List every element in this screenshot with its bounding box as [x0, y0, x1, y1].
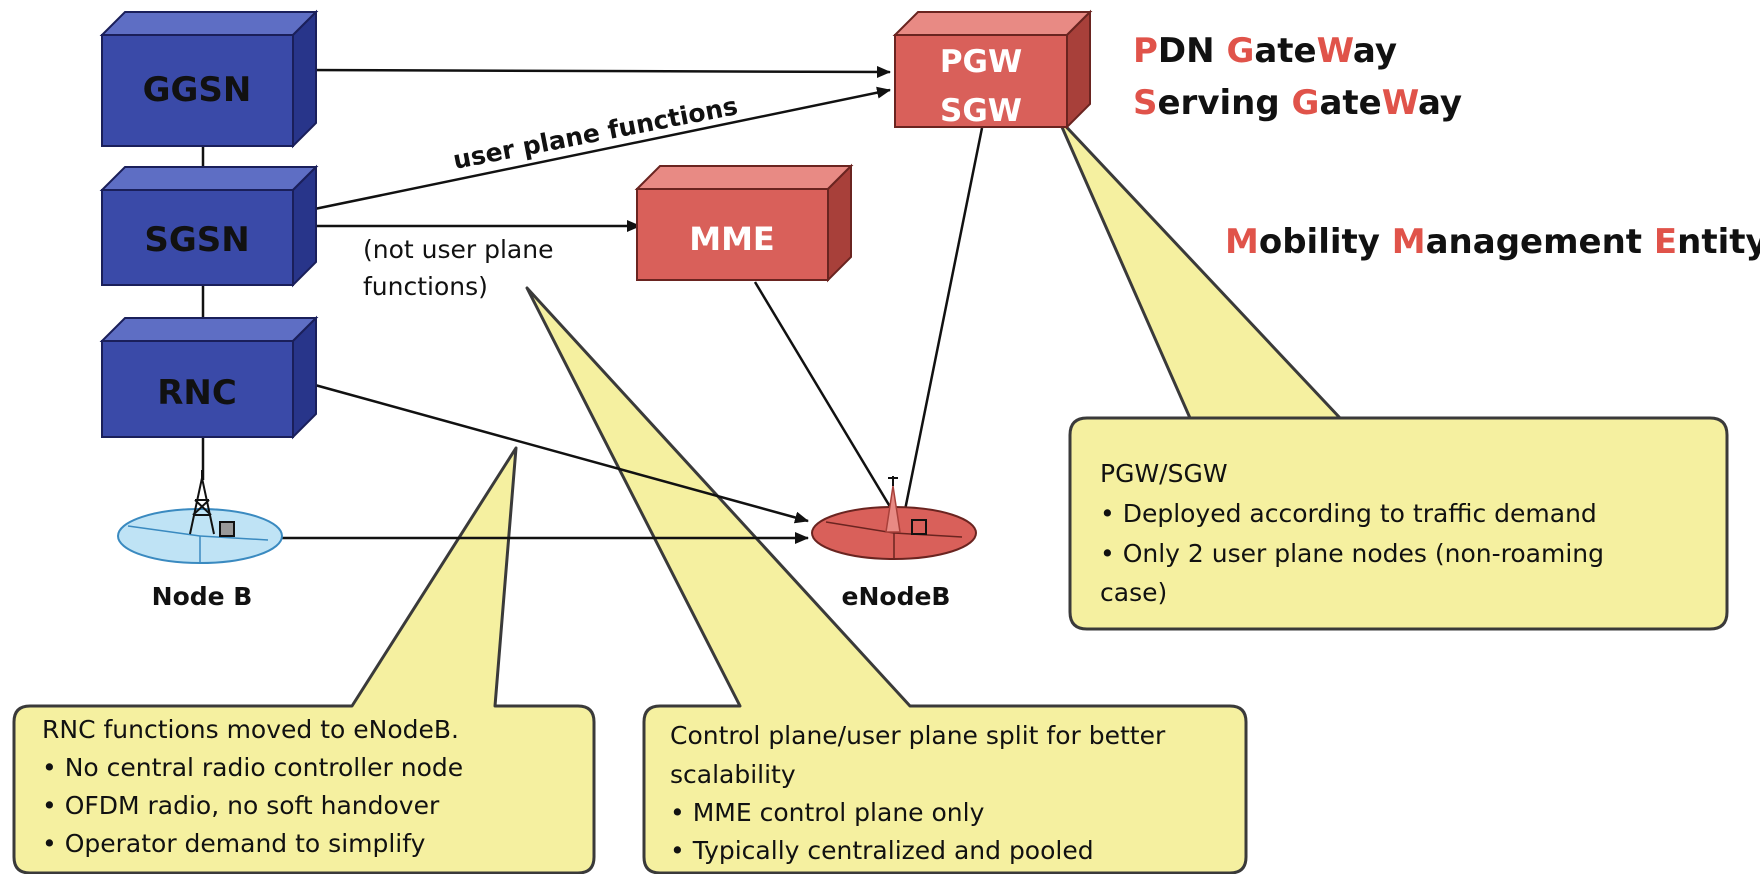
link-mme-enodeb: [753, 281, 894, 511]
callout-mme-line3: • MME control plane only: [670, 798, 985, 827]
callout-pgw-line1: PGW/SGW: [1100, 459, 1228, 488]
callout-pgw-line2: • Deployed according to traffic demand: [1100, 499, 1597, 528]
not-user-plane-label-line2: functions): [363, 272, 488, 301]
user-plane-label: user plane functions: [451, 91, 740, 175]
node-b-label: Node B: [152, 582, 253, 611]
callout-pgw-line3: • Only 2 user plane nodes (non-roaming: [1100, 539, 1604, 568]
callout-mme-line4: • Typically centralized and pooled: [670, 836, 1094, 865]
enodeb-antenna-icon: [885, 476, 901, 533]
callout-rnc-line2: • No central radio controller node: [42, 753, 463, 782]
antenna-tower-icon: [189, 470, 215, 535]
ggsn-label: GGSN: [143, 70, 252, 110]
link-sgsn-pgw: [299, 86, 891, 214]
enodeb-cell: eNodeB: [811, 476, 977, 611]
sgw-label: SGW: [940, 93, 1022, 129]
callout-rnc-line1: RNC functions moved to eNodeB.: [42, 715, 459, 744]
pgw-sgw-node: PGW SGW: [892, 9, 1093, 130]
link-sgw-enodeb: [903, 127, 984, 511]
enodeb-label: eNodeB: [842, 582, 951, 611]
callout-rnc-line4: • Operator demand to simplify: [42, 829, 426, 858]
link-rnc-enodeb: [314, 383, 809, 524]
callout-mme-line2: scalability: [670, 760, 796, 789]
callout-mme: Control plane/user plane split for bette…: [525, 286, 1248, 874]
sgsn-label: SGSN: [144, 220, 249, 260]
not-user-plane-label-line1: (not user plane: [363, 235, 553, 264]
sgsn-node: SGSN: [99, 164, 319, 288]
callout-pgw-sgw: PGW/SGW • Deployed according to traffic …: [1056, 116, 1729, 631]
ggsn-node: GGSN: [99, 9, 319, 149]
mobility-management-entity-label: Mobility Management Entity: [1225, 222, 1760, 262]
pgw-label: PGW: [940, 44, 1022, 80]
callout-mme-line1: Control plane/user plane split for bette…: [670, 721, 1166, 750]
serving-gateway-label: Serving GateWay: [1133, 83, 1462, 123]
callout-rnc-line3: • OFDM radio, no soft handover: [42, 791, 440, 820]
rnc-label: RNC: [157, 373, 237, 413]
mme-node: MME: [634, 163, 854, 283]
link-ggsn-pgw: [299, 65, 891, 78]
node-b-cell: Node B: [117, 470, 283, 611]
mme-label: MME: [689, 220, 775, 258]
enodeb-box-icon: [911, 519, 927, 535]
callout-rnc: RNC functions moved to eNodeB. • No cent…: [12, 446, 596, 874]
rnc-node: RNC: [99, 315, 319, 440]
pdn-gateway-label: PDN GateWay: [1133, 31, 1397, 71]
callout-pgw-line4: case): [1100, 578, 1167, 607]
base-station-box-icon: [219, 521, 235, 537]
connections: [201, 65, 984, 544]
